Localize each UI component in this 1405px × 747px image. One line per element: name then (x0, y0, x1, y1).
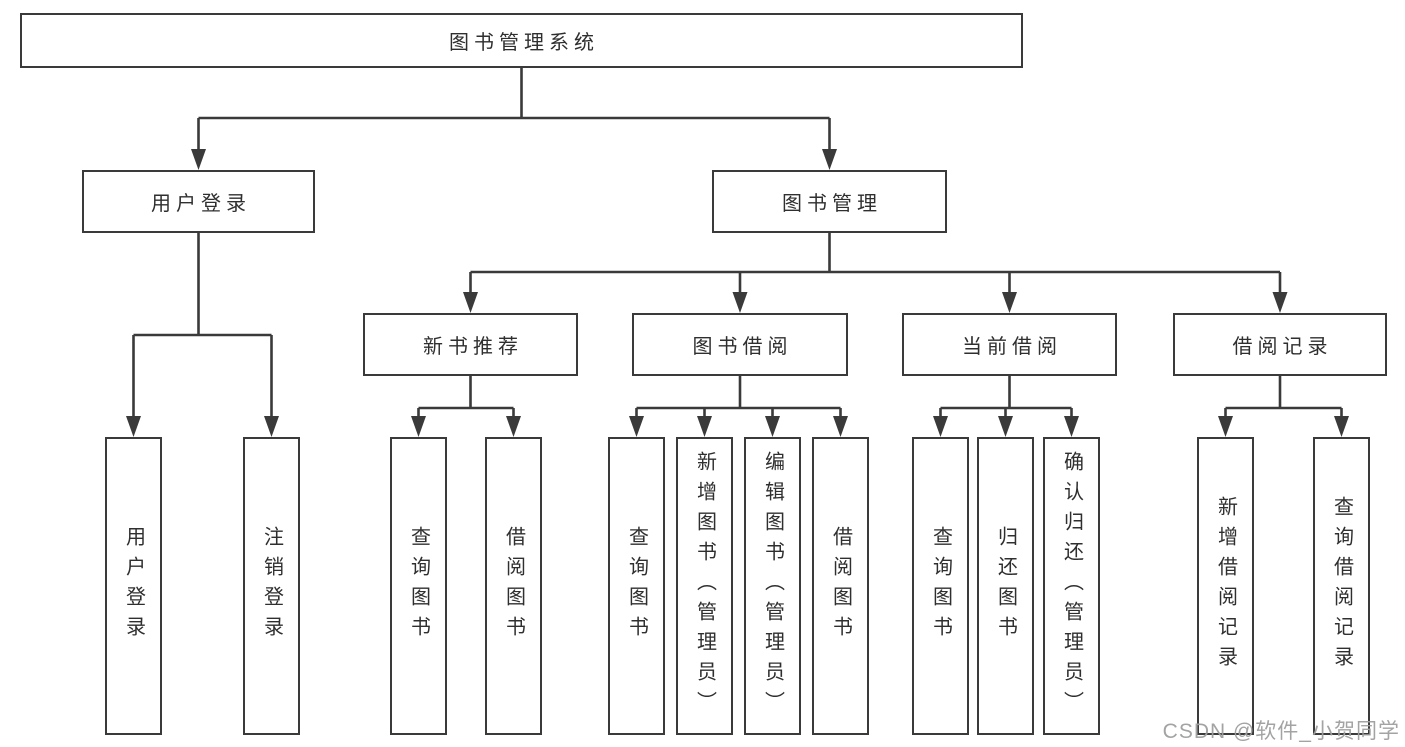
leaf-cb-confirm-return-admin-label: 确认归还（管理员） (1060, 451, 1083, 721)
leaf-bb-borrow-books: 借阅图书 (812, 437, 869, 735)
leaf-logout-label: 注销登录 (260, 526, 283, 646)
node-user-login: 用户登录 (82, 170, 315, 233)
leaf-user-login-label: 用户登录 (122, 526, 145, 646)
leaf-nb-query-books: 查询图书 (390, 437, 447, 735)
leaf-bb-edit-books-admin-label: 编辑图书（管理员） (761, 451, 784, 721)
leaf-cb-confirm-return-admin: 确认归还（管理员） (1043, 437, 1100, 735)
leaf-bb-query-books-label: 查询图书 (625, 526, 648, 646)
leaf-nb-borrow-books: 借阅图书 (485, 437, 542, 735)
node-borrowing-records-label: 借阅记录 (1232, 336, 1333, 358)
watermark: CSDN @软件_小贺同学 (1162, 720, 1400, 743)
node-new-book-recommend-label: 新书推荐 (423, 336, 523, 358)
leaf-bb-query-books: 查询图书 (608, 437, 665, 735)
node-book-borrowing: 图书借阅 (632, 313, 848, 376)
node-user-login-label: 用户登录 (151, 193, 251, 215)
leaf-cb-query-books: 查询图书 (912, 437, 969, 735)
leaf-cb-return-books-label: 归还图书 (994, 526, 1017, 646)
leaf-cb-query-books-label: 查询图书 (929, 526, 952, 646)
leaf-bb-add-books-admin: 新增图书（管理员） (676, 437, 733, 735)
leaf-logout: 注销登录 (243, 437, 300, 735)
leaf-nb-query-books-label: 查询图书 (407, 526, 430, 646)
node-borrowing-records: 借阅记录 (1173, 313, 1387, 376)
node-current-borrowing: 当前借阅 (902, 313, 1117, 376)
leaf-user-login: 用户登录 (105, 437, 162, 735)
node-book-borrowing-label: 图书借阅 (692, 336, 793, 358)
node-new-book-recommend: 新书推荐 (363, 313, 578, 376)
leaf-br-query-record: 查询借阅记录 (1313, 437, 1370, 735)
node-book-management-label: 图书管理 (782, 193, 882, 215)
leaf-br-add-record-label: 新增借阅记录 (1214, 496, 1237, 676)
leaf-br-query-record-label: 查询借阅记录 (1330, 496, 1353, 676)
leaf-cb-return-books: 归还图书 (977, 437, 1034, 735)
leaf-br-add-record: 新增借阅记录 (1197, 437, 1254, 735)
node-current-borrowing-label: 当前借阅 (962, 336, 1062, 358)
leaf-bb-borrow-books-label: 借阅图书 (829, 526, 852, 646)
leaf-bb-edit-books-admin: 编辑图书（管理员） (744, 437, 801, 735)
node-root: 图书管理系统 (20, 13, 1023, 68)
node-root-label: 图书管理系统 (449, 32, 599, 54)
leaf-bb-add-books-admin-label: 新增图书（管理员） (693, 451, 716, 721)
node-book-management: 图书管理 (712, 170, 947, 233)
leaf-nb-borrow-books-label: 借阅图书 (502, 526, 525, 646)
